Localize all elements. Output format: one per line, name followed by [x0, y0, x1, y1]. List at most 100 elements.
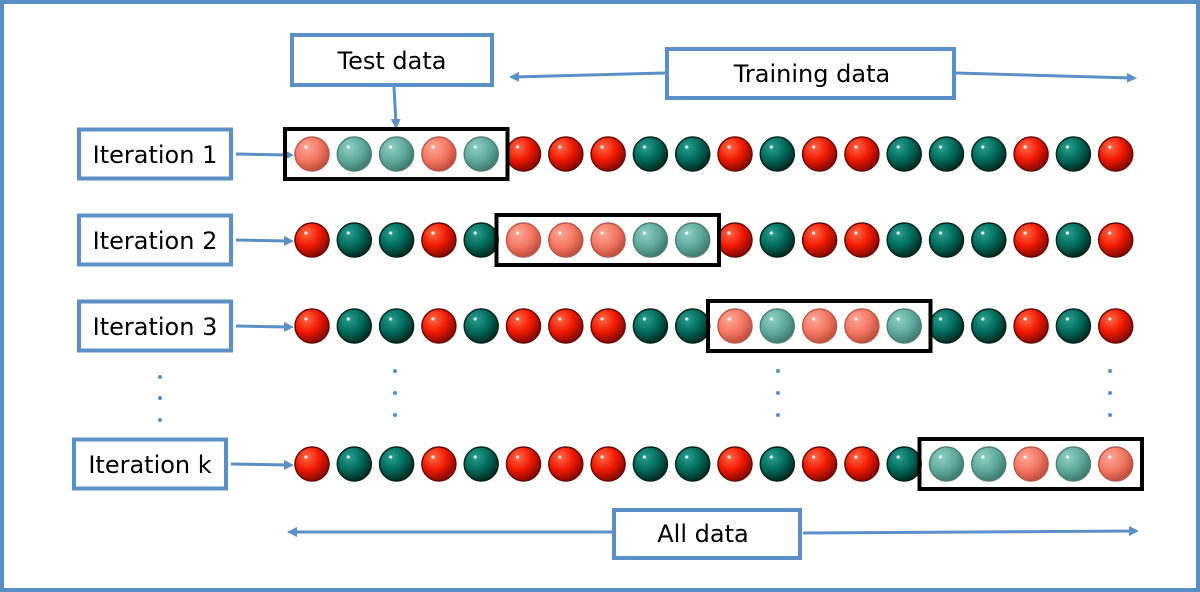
- green-data-point: [759, 446, 796, 482]
- iteration-row: Iteration k: [72, 437, 1144, 491]
- data-point-highlight: [854, 317, 858, 321]
- data-point-highlight: [981, 317, 985, 321]
- red-data-point: [548, 222, 584, 258]
- iteration-rows: Iteration 1 Iteration 2 Iteration 3 Iterati…: [72, 127, 1144, 491]
- data-point-highlight: [515, 231, 520, 235]
- green-data-point: [886, 446, 922, 482]
- data-point-highlight: [1065, 145, 1069, 149]
- iteration-label: Iteration 1: [93, 141, 218, 169]
- iteration-row: Iteration 1: [77, 127, 1134, 181]
- red-data-point: [421, 136, 457, 172]
- data-point-highlight: [346, 231, 350, 235]
- data-point-highlight: [1065, 455, 1069, 459]
- data-point-highlight: [896, 317, 900, 321]
- red-data-point: [801, 136, 838, 172]
- green-data-point: [463, 222, 499, 258]
- data-point-highlight: [389, 317, 393, 321]
- red-data-point: [505, 446, 542, 482]
- red-data-point: [505, 222, 542, 258]
- data-point-highlight: [769, 317, 773, 321]
- green-data-point: [674, 222, 711, 258]
- data-point-highlight: [812, 317, 816, 321]
- data-point-highlight: [600, 145, 604, 149]
- data-point-highlight: [854, 455, 858, 459]
- red-data-point: [717, 222, 753, 258]
- green-data-point: [463, 308, 499, 344]
- red-data-point: [1013, 222, 1049, 258]
- green-data-point: [928, 308, 965, 344]
- data-point-highlight: [1023, 145, 1027, 149]
- data-point-highlight: [1023, 317, 1027, 321]
- data-point-highlight: [938, 317, 943, 321]
- red-data-point: [421, 446, 457, 482]
- green-data-point: [759, 136, 796, 172]
- data-point-highlight: [727, 455, 731, 459]
- data-point-highlight: [346, 317, 350, 321]
- iteration-label: Iteration k: [88, 451, 211, 479]
- green-data-point: [336, 136, 373, 172]
- data-point-highlight: [431, 455, 435, 459]
- red-data-point: [1013, 446, 1049, 482]
- data-point-highlight: [769, 231, 773, 235]
- data-point-highlight: [896, 455, 900, 459]
- green-data-point: [632, 308, 669, 344]
- green-data-point: [463, 446, 499, 482]
- data-point-highlight: [1023, 231, 1027, 235]
- iteration-arrow: [235, 321, 294, 332]
- green-data-point: [674, 308, 711, 344]
- data-point-highlight: [981, 231, 985, 235]
- data-point-highlight: [938, 231, 943, 235]
- green-data-point: [632, 446, 669, 482]
- data-point-highlight: [854, 145, 858, 149]
- red-data-point: [590, 446, 626, 482]
- data-point-highlight: [642, 455, 647, 459]
- red-data-point: [505, 308, 542, 344]
- data-point-highlight: [1108, 231, 1112, 235]
- green-data-point: [336, 222, 373, 258]
- data-point-highlight: [304, 145, 308, 149]
- red-data-point: [421, 222, 457, 258]
- training-data-arrow-left: [509, 71, 666, 82]
- data-point-highlight: [346, 145, 350, 149]
- data-point-highlight: [812, 455, 816, 459]
- iteration-label: Iteration 3: [93, 313, 218, 341]
- red-data-point: [1097, 136, 1134, 172]
- red-data-point: [1013, 136, 1049, 172]
- red-data-point: [590, 308, 626, 344]
- red-data-point: [548, 446, 584, 482]
- red-data-point: [548, 308, 584, 344]
- green-data-point: [632, 222, 669, 258]
- green-data-point: [886, 136, 922, 172]
- test-data-label: Test data: [337, 47, 447, 75]
- green-data-point: [971, 308, 1007, 344]
- test-fold-box: [706, 299, 933, 353]
- data-point-highlight: [981, 145, 985, 149]
- red-data-point: [844, 222, 880, 258]
- red-data-point: [294, 446, 330, 482]
- iteration-arrow: [235, 149, 294, 160]
- data-point-highlight: [769, 455, 773, 459]
- red-data-point: [1097, 308, 1134, 344]
- red-data-point: [294, 222, 330, 258]
- green-data-point: [336, 446, 373, 482]
- red-data-point: [1097, 222, 1134, 258]
- iteration-label: Iteration 2: [93, 227, 218, 255]
- test-fold-box: [494, 213, 721, 267]
- green-data-point: [674, 136, 711, 172]
- green-data-point: [463, 136, 499, 172]
- green-data-point: [971, 446, 1007, 482]
- data-point-highlight: [642, 317, 647, 321]
- data-point-highlight: [515, 145, 520, 149]
- red-data-point: [548, 136, 584, 172]
- red-data-point: [801, 222, 838, 258]
- data-point-highlight: [685, 455, 689, 459]
- green-data-point: [632, 136, 669, 172]
- red-data-point: [717, 446, 753, 482]
- data-point-highlight: [1065, 317, 1069, 321]
- green-data-point: [1055, 222, 1092, 258]
- data-point-highlight: [642, 231, 647, 235]
- test-fold-box: [917, 437, 1144, 491]
- data-point-highlight: [642, 145, 647, 149]
- data-point-highlight: [685, 145, 689, 149]
